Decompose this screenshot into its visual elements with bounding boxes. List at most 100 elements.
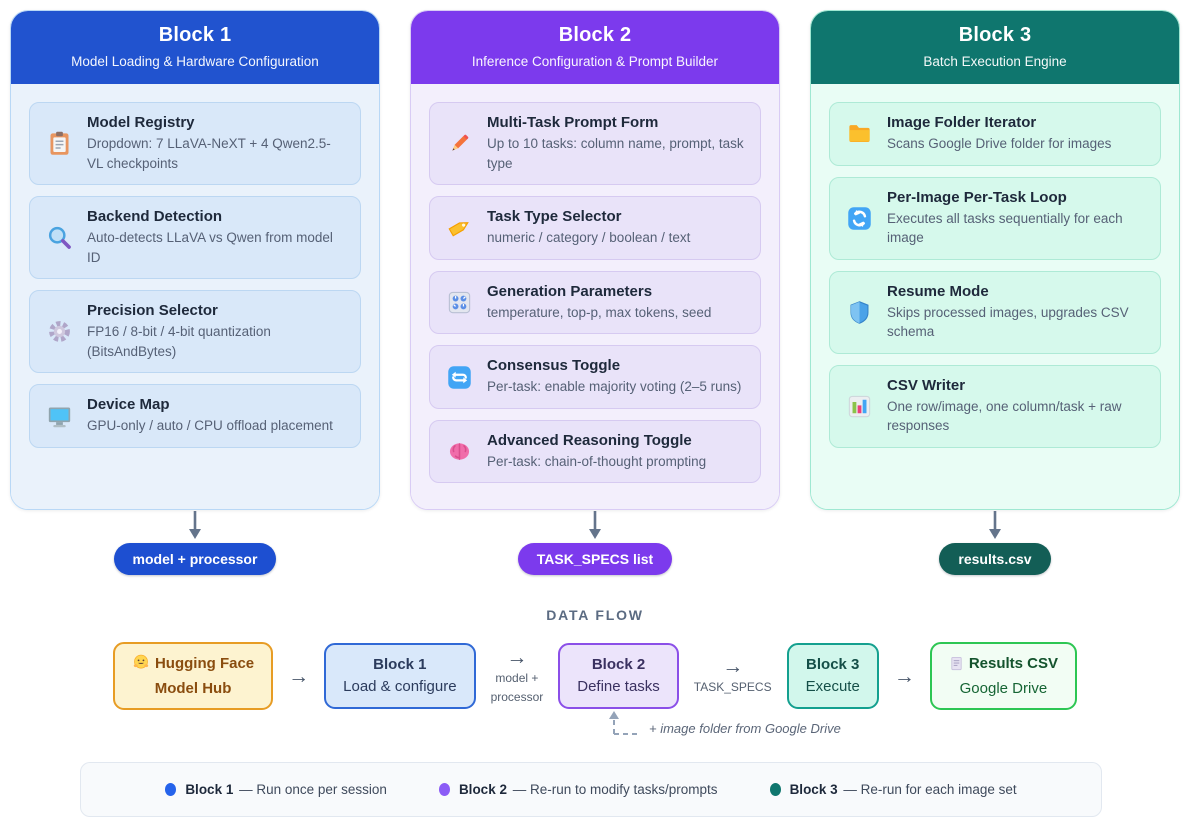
legend-desc: — Re-run to modify tasks/prompts <box>512 782 718 797</box>
feature-csv-writer: CSV Writer One row/image, one column/tas… <box>829 364 1161 448</box>
feature-title: Advanced Reasoning Toggle <box>487 431 692 449</box>
tag-icon <box>444 213 474 243</box>
flow-arrow-icon: → <box>506 645 528 669</box>
flow-node-line1: Block 2 <box>591 656 646 674</box>
feature-resume-mode: Resume Mode Skips processed images, upgr… <box>829 270 1161 354</box>
blocks-row: Block 1 Model Loading & Hardware Configu… <box>10 10 1180 510</box>
flow-node-line2: Model Hub <box>154 679 232 697</box>
dataflow-heading: DATA FLOW <box>546 607 644 623</box>
feature-per-image-per-task-loop: Per-Image Per-Task Loop Executes all tas… <box>829 176 1161 260</box>
legend-item-block-3: Block 3 — Re-run for each image set <box>769 782 1017 797</box>
output-pill-model-processor: model + processor <box>113 543 277 575</box>
flow-arrow-icon: → <box>893 664 915 688</box>
feature-desc: Skips processed images, upgrades CSV sch… <box>887 304 1129 340</box>
feature-title: Model Registry <box>87 114 195 131</box>
block-1-title: Block 1 <box>158 24 232 46</box>
gear-icon <box>44 317 74 347</box>
flow-node-results-csv: Results CSV Google Drive <box>929 641 1078 711</box>
feature-desc: Auto-detects LLaVA vs Qwen from model ID <box>87 230 333 265</box>
flow-edge-model-processor: → model + processor <box>491 647 544 705</box>
flow-node-line2: Execute <box>805 678 860 695</box>
magnifier-icon <box>44 223 74 253</box>
feature-desc: numeric / category / boolean / text <box>487 230 691 246</box>
flow-node-block-3: Block 3 Execute <box>786 643 879 709</box>
down-arrow-icon <box>989 511 1001 539</box>
block-2-subtitle: Inference Configuration & Prompt Builder <box>471 54 719 69</box>
legend-desc: — Re-run for each image set <box>843 782 1017 797</box>
feature-task-type-selector: Task Type Selector numeric / category / … <box>429 196 761 260</box>
output-pill-task-specs: TASK_SPECS list <box>517 543 673 575</box>
edge-label: TASK_SPECS <box>693 680 772 695</box>
feature-title: Resume Mode <box>887 282 989 300</box>
block-1-output: model + processor <box>10 511 380 575</box>
pencil-icon <box>444 129 474 159</box>
legend-label: Block 3 <box>789 782 838 797</box>
shield-icon <box>844 297 874 327</box>
flow-node-line2: Define tasks <box>577 678 660 695</box>
edge-label: processor <box>490 689 544 704</box>
feature-desc: Scans Google Drive folder for images <box>887 136 1112 151</box>
block-2-card: Block 2 Inference Configuration & Prompt… <box>410 10 780 510</box>
block-3-title: Block 3 <box>958 24 1032 46</box>
flow-arrow-icon: → <box>288 664 310 688</box>
flow-node-hugging-face: Hugging Face Model Hub <box>112 641 274 711</box>
document-icon <box>949 656 964 678</box>
flow-edge-task-specs: → TASK_SPECS <box>694 656 772 696</box>
feature-device-map: Device Map GPU-only / auto / CPU offload… <box>29 384 361 448</box>
feature-desc: Per-task: chain-of-thought prompting <box>487 453 707 469</box>
feature-model-registry: Model Registry Dropdown: 7 LLaVA-NeXT + … <box>29 102 361 186</box>
legend-label: Block 1 <box>185 782 234 797</box>
clipboard-icon <box>44 129 74 159</box>
feature-generation-parameters: Generation Parameters temperature, top-p… <box>429 270 761 335</box>
feature-desc: One row/image, one column/task + raw res… <box>887 398 1122 434</box>
sync-icon <box>844 203 874 233</box>
down-arrow-icon <box>589 511 601 539</box>
feature-desc: Executes all tasks sequentially for each… <box>887 210 1123 246</box>
feature-title: Device Map <box>87 396 170 414</box>
feature-desc: Dropdown: 7 LLaVA-NeXT + 4 Qwen2.5-VL ch… <box>87 136 331 171</box>
feature-consensus-toggle: Consensus Toggle Per-task: enable majori… <box>429 345 761 409</box>
legend-item-block-1: Block 1 — Run once per session <box>165 782 387 797</box>
feature-title: Task Type Selector <box>487 208 622 226</box>
block-2-title: Block 2 <box>558 24 632 46</box>
flow-node-line1: Results CSV <box>968 654 1059 672</box>
dataflow-row: Hugging Face Model Hub → Block 1 Load & … <box>0 638 1190 714</box>
feature-precision-selector: Precision Selector FP16 / 8-bit / 4-bit … <box>29 290 361 374</box>
repeat-icon <box>444 362 474 392</box>
block-1-subtitle: Model Loading & Hardware Configuration <box>71 54 319 69</box>
flow-node-line1: Hugging Face <box>154 654 255 672</box>
legend: Block 1 — Run once per session Block 2 —… <box>80 762 1102 817</box>
block-2-output: TASK_SPECS list <box>410 511 780 575</box>
legend-label: Block 2 <box>458 782 507 797</box>
feature-title: CSV Writer <box>887 376 966 394</box>
folder-icon <box>844 119 874 149</box>
feature-desc: Per-task: enable majority voting (2–5 ru… <box>487 379 742 395</box>
flow-node-line2: Load & configure <box>343 678 457 695</box>
bar-chart-icon <box>844 391 874 421</box>
block-1-body: Model Registry Dropdown: 7 LLaVA-NeXT + … <box>11 84 379 509</box>
feature-desc: temperature, top-p, max tokens, seed <box>487 304 712 320</box>
feature-title: Consensus Toggle <box>487 357 621 375</box>
block-3-body: Image Folder Iterator Scans Google Drive… <box>811 84 1179 509</box>
feature-title: Generation Parameters <box>487 282 653 300</box>
block-3-header: Block 3 Batch Execution Engine <box>811 11 1179 84</box>
feature-desc: Up to 10 tasks: column name, prompt, tas… <box>487 136 744 171</box>
feature-title: Image Folder Iterator <box>887 114 1037 131</box>
feature-advanced-reasoning-toggle: Advanced Reasoning Toggle Per-task: chai… <box>429 419 761 484</box>
hugging-face-icon <box>132 653 150 678</box>
feature-title: Multi-Task Prompt Form <box>487 114 659 131</box>
block-2-header: Block 2 Inference Configuration & Prompt… <box>411 11 779 84</box>
block-3-subtitle: Batch Execution Engine <box>923 54 1067 69</box>
edge-label: model + <box>495 670 539 685</box>
outputs-row: model + processor TASK_SPECS list result… <box>10 511 1180 575</box>
feedback-arrow-icon <box>609 711 640 735</box>
flow-node-line1: Block 3 <box>806 656 860 674</box>
feature-title: Backend Detection <box>87 208 223 226</box>
flow-node-line1: Block 1 <box>373 656 427 674</box>
block-1-header: Block 1 Model Loading & Hardware Configu… <box>11 11 379 84</box>
monitor-icon <box>44 401 74 431</box>
block-3-output: results.csv <box>810 511 1180 575</box>
flow-node-line2: Google Drive <box>959 679 1048 697</box>
feature-desc: FP16 / 8-bit / 4-bit quantization (BitsA… <box>87 324 271 359</box>
